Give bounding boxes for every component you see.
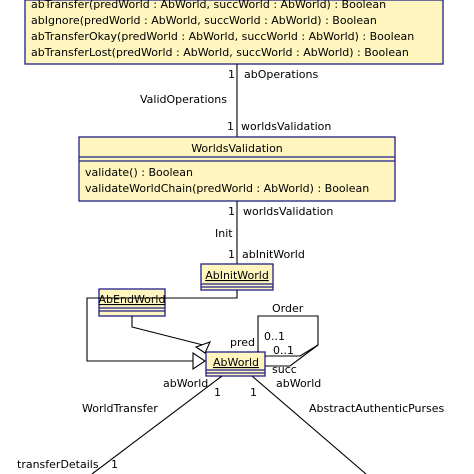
class-ab-end-world[interactable]: AbEndWorld bbox=[98, 288, 166, 317]
association-world-transfer[interactable]: abWorld 1 WorldTransfer transferDetails … bbox=[17, 375, 223, 474]
op-ab-transfer-lost: abTransferLost(predWorld : AbWorld, succ… bbox=[31, 46, 409, 59]
op-validate: validate() : Boolean bbox=[85, 166, 193, 179]
generalization-arrowhead-icon bbox=[192, 351, 206, 371]
abstract-authentic-purses-name: AbstractAuthenticPurses bbox=[309, 402, 445, 415]
order-pred-mult: 0..1 bbox=[264, 330, 285, 343]
op-validate-world-chain: validateWorldChain(predWorld : AbWorld) … bbox=[85, 182, 369, 195]
order-pred-role: pred bbox=[230, 336, 255, 349]
valid-operations-end1-role: abOperations bbox=[244, 68, 318, 81]
init-end2-role: abInitWorld bbox=[242, 248, 305, 261]
worlds-validation-title: WorldsValidation bbox=[191, 142, 283, 155]
world-transfer-end2-mult: 1 bbox=[111, 458, 118, 471]
class-ab-world[interactable]: AbWorld bbox=[205, 351, 266, 377]
op-ab-transfer-okay: abTransferOkay(predWorld : AbWorld, succ… bbox=[31, 30, 414, 43]
abstract-authentic-purses-end1-mult: 1 bbox=[250, 386, 257, 399]
init-name: Init bbox=[215, 227, 233, 240]
world-transfer-end1-mult: 1 bbox=[214, 386, 221, 399]
association-order[interactable]: Order pred 0..1 0..1 succ bbox=[230, 302, 319, 376]
order-succ-role: succ bbox=[272, 363, 297, 376]
valid-operations-name: ValidOperations bbox=[140, 93, 227, 106]
init-end1-mult: 1 bbox=[228, 205, 235, 218]
generalization-ab-init-world[interactable] bbox=[86, 290, 238, 362]
ab-init-world-title: AbInitWorld bbox=[205, 269, 269, 282]
op-ab-transfer: abTransfer(predWorld : AbWorld, succWorl… bbox=[31, 0, 386, 11]
world-transfer-end2-role: transferDetails bbox=[17, 458, 99, 471]
valid-operations-end1-mult: 1 bbox=[228, 68, 235, 81]
world-transfer-end1-role: abWorld bbox=[163, 377, 208, 390]
ab-end-world-title: AbEndWorld bbox=[99, 293, 166, 306]
class-ab-init-world[interactable]: AbInitWorld bbox=[200, 263, 274, 291]
association-abstract-authentic-purses[interactable]: abWorld 1 AbstractAuthenticPurses bbox=[250, 375, 445, 474]
class-worlds-validation[interactable]: WorldsValidation validate() : Boolean va… bbox=[78, 136, 396, 202]
ab-world-title: AbWorld bbox=[213, 356, 259, 369]
order-name: Order bbox=[272, 302, 304, 315]
association-valid-operations[interactable]: 1 abOperations ValidOperations 1 worldsV… bbox=[140, 64, 331, 137]
class-ab-operations[interactable]: abTransfer(predWorld : AbWorld, succWorl… bbox=[24, 0, 444, 65]
order-succ-mult: 0..1 bbox=[273, 344, 294, 357]
association-init[interactable]: 1 worldsValidation Init 1 abInitWorld bbox=[215, 201, 333, 264]
generalization-arrowhead-top-icon bbox=[194, 341, 212, 354]
init-end1-role: worldsValidation bbox=[243, 205, 333, 218]
generalization-ab-end-world[interactable] bbox=[131, 316, 204, 346]
init-end2-mult: 1 bbox=[228, 248, 235, 261]
world-transfer-name: WorldTransfer bbox=[82, 402, 158, 415]
abstract-authentic-purses-end1-role: abWorld bbox=[276, 377, 321, 390]
op-ab-ignore: abIgnore(predWorld : AbWorld, succWorld … bbox=[31, 14, 377, 27]
valid-operations-end2-mult: 1 bbox=[227, 120, 234, 133]
valid-operations-end2-role: worldsValidation bbox=[241, 120, 331, 133]
